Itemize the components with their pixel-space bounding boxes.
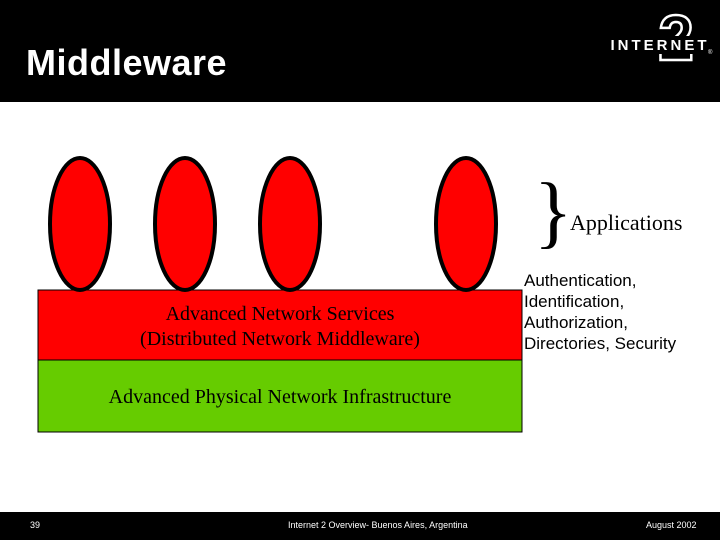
footer-date: August 2002 xyxy=(646,520,697,530)
middleware-functions-list: Authentication, Identification, Authoriz… xyxy=(524,270,676,354)
slide-number: 39 xyxy=(30,520,41,530)
internet2-logo: 2 INTERNET ® xyxy=(608,10,714,98)
physical-infrastructure-layer xyxy=(37,359,523,433)
services-layer-label: Advanced Network Services (Distributed N… xyxy=(38,302,522,352)
applications-label: Applications xyxy=(570,210,683,235)
application-oval-2 xyxy=(153,156,217,292)
advanced-network-services-layer xyxy=(37,289,523,361)
footer-bar xyxy=(0,512,720,540)
applications-brace: } xyxy=(534,168,573,256)
application-oval-3 xyxy=(258,156,322,292)
logo-registered-mark: ® xyxy=(708,49,713,56)
title-bar xyxy=(0,0,720,102)
middleware-function: Directories, Security xyxy=(524,334,677,353)
application-oval-4 xyxy=(434,156,498,292)
footer-caption: Internet 2 Overview- Buenos Aires, Argen… xyxy=(288,520,468,530)
application-oval-1 xyxy=(48,156,112,292)
logo-wordmark: INTERNET xyxy=(611,37,710,54)
middleware-function: Authorization, xyxy=(524,313,628,332)
services-label-line-2: (Distributed Network Middleware) xyxy=(140,328,420,350)
infrastructure-layer-label: Advanced Physical Network Infrastructure xyxy=(108,386,452,408)
middleware-function: Identification, xyxy=(524,292,625,311)
slide-title: Middleware xyxy=(26,42,228,83)
services-label-line-1: Advanced Network Services xyxy=(165,303,395,325)
middleware-function: Authentication, xyxy=(524,271,637,290)
